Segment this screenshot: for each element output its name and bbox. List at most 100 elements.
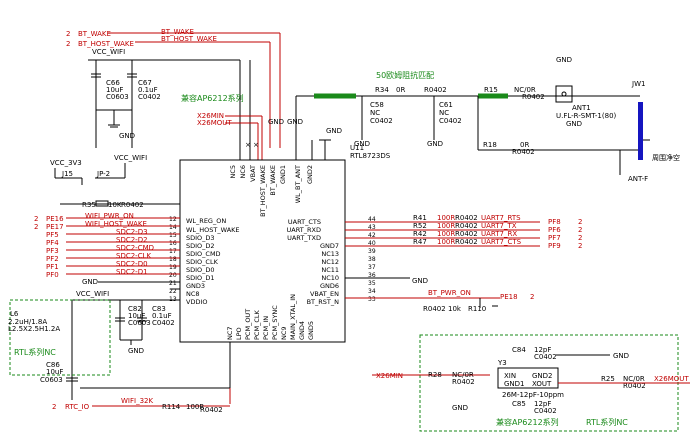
svg-text:UART7_TX: UART7_TX (481, 222, 517, 230)
uart-nets: R41 100R R0402 UART7_RTS PF8 2 R52 100R … (412, 214, 582, 285)
c67-value: 0.1uF (138, 86, 158, 94)
svg-text:16: 16 (169, 240, 177, 247)
svg-text:U.FL-R-SMT-1(80): U.FL-R-SMT-1(80) (556, 112, 617, 120)
svg-text:BT_RST_N: BT_RST_N (307, 298, 340, 306)
svg-text:XOUT: XOUT (532, 380, 552, 388)
svg-text:12: 12 (169, 216, 177, 223)
svg-text:33: 33 (368, 296, 376, 303)
svg-text:SDC2-D3: SDC2-D3 (116, 228, 148, 236)
svg-text:UART7_RTS: UART7_RTS (481, 214, 521, 222)
svg-text:PF3: PF3 (46, 247, 59, 255)
svg-text:38: 38 (368, 256, 376, 263)
svg-text:SDC2-D0: SDC2-D0 (116, 260, 148, 268)
svg-text:NC: NC (439, 109, 449, 117)
svg-text:C85: C85 (512, 400, 526, 408)
svg-text:PF2: PF2 (46, 255, 59, 263)
svg-text:R41: R41 (413, 214, 427, 222)
svg-text:2: 2 (578, 218, 582, 226)
svg-text:PF9: PF9 (548, 242, 561, 250)
r35-package: R0402 (121, 201, 144, 209)
svg-text:20: 20 (169, 272, 177, 279)
svg-text:PCM_IN: PCM_IN (262, 316, 270, 340)
svg-text:NC13: NC13 (321, 250, 339, 258)
x-mark-2: × (253, 141, 259, 149)
svg-text:C82: C82 (128, 305, 142, 313)
c66-ref: C66 (106, 79, 120, 87)
svg-text:R0402: R0402 (423, 305, 446, 313)
svg-text:UART7_CTS: UART7_CTS (481, 238, 522, 246)
svg-text:14: 14 (169, 224, 177, 231)
svg-text:C83: C83 (152, 305, 166, 313)
svg-text:GND5: GND5 (307, 321, 315, 340)
svg-text:37: 37 (368, 264, 376, 271)
svg-text:R42: R42 (413, 230, 427, 238)
svg-text:R0402: R0402 (512, 148, 535, 156)
vcc-wifi-top: VCC_WIFI C66 10uF C0603 C67 0.1uF C0402 … (88, 48, 251, 160)
svg-text:UART7_RX: UART7_RX (481, 230, 517, 238)
vddio-section: VCC_WIFI C82 10uF C0603 C83 0.1uF C0402 … (8, 290, 180, 400)
svg-text:RTC_IO: RTC_IO (65, 403, 90, 411)
u11-top-pins: NC5 NC6 VBAT BT_HOST_WAKE BT_WAKE GND1 W… (229, 95, 350, 217)
bt-wake-sheet-num: 2 (66, 30, 70, 38)
svg-text:34: 34 (368, 288, 376, 295)
r35-value: 10K (108, 201, 122, 209)
svg-text:R52: R52 (413, 222, 427, 230)
c66-value: 10uF (106, 86, 123, 94)
svg-text:PE16: PE16 (46, 215, 64, 223)
pin-nc6: NC6 (239, 165, 247, 179)
pin-sdio-d1: SDIO_D1 (186, 274, 215, 282)
pin-gnd1: GND1 (279, 165, 287, 184)
svg-text:GND7: GND7 (320, 242, 339, 250)
pin-sdio-d3: SDIO_D3 (186, 234, 215, 242)
svg-text:NC12: NC12 (321, 258, 339, 266)
svg-text:PCM_CLK: PCM_CLK (253, 310, 261, 340)
gnd-top-caps: GND (119, 132, 135, 140)
svg-text:SDC2-D1: SDC2-D1 (116, 268, 148, 276)
svg-text:PF5: PF5 (46, 231, 59, 239)
c67-package: C0402 (138, 93, 161, 101)
svg-text:2.2uH/1.8A: 2.2uH/1.8A (8, 318, 47, 326)
svg-text:36: 36 (368, 272, 376, 279)
svg-text:NC/0R: NC/0R (623, 375, 645, 383)
svg-text:GND: GND (613, 352, 629, 360)
svg-text:UART_TXD: UART_TXD (287, 234, 321, 242)
u11-bottom-pins: NC7 LPO PCM_OUT PCM_CLK PCM_IN PCM_SYNC … (80, 294, 315, 404)
svg-text:C86: C86 (46, 361, 60, 369)
svg-text:NC/0R: NC/0R (452, 371, 474, 379)
svg-text:GND: GND (412, 277, 428, 285)
svg-text:RTL系列NC: RTL系列NC (14, 347, 56, 357)
svg-text:43: 43 (368, 224, 376, 231)
svg-text:C0402: C0402 (152, 319, 175, 327)
svg-text:WIFI_32K: WIFI_32K (121, 397, 153, 405)
bt-pwr-on: BT_PWR_ON PE18 2 R0402 10k R110 (423, 289, 534, 313)
gnd-ant: GND (326, 127, 342, 135)
pin-wl-host-wake: WL_HOST_WAKE (186, 226, 240, 234)
pin-bt-host-wake: BT_HOST_WAKE (259, 165, 267, 217)
svg-text:L6: L6 (10, 310, 19, 318)
svg-text:WIFI_HOST_WAKE: WIFI_HOST_WAKE (85, 220, 147, 228)
r35-ref: R35 (82, 201, 96, 209)
gnd-top-mid2: GND (268, 118, 284, 126)
svg-text:C58: C58 (370, 101, 384, 109)
svg-text:2: 2 (578, 226, 582, 234)
rtc-io-net: 2 RTC_IO WIFI_32K R114 100R R0402 (52, 397, 230, 414)
gnd-left: GND (82, 278, 98, 286)
svg-text:兼容AP6212系列: 兼容AP6212系列 (496, 417, 559, 427)
svg-text:VCC_3V3: VCC_3V3 (50, 159, 82, 167)
svg-text:GND: GND (566, 120, 582, 128)
bt-wake-label: BT_WAKE (78, 30, 111, 38)
svg-text:R0402: R0402 (455, 214, 478, 222)
svg-text:PE17: PE17 (46, 223, 64, 231)
svg-text:R0402: R0402 (452, 378, 475, 386)
bt-wake-net: 2 BT_WAKE BT_WAKE (66, 28, 281, 148)
svg-text:GND: GND (354, 140, 370, 148)
svg-text:18: 18 (169, 256, 177, 263)
svg-text:GND: GND (452, 404, 468, 412)
svg-text:PF6: PF6 (548, 226, 561, 234)
svg-text:R28: R28 (428, 371, 442, 379)
svg-text:R47: R47 (413, 238, 427, 246)
pin-sdio-clk: SDIO_CLK (186, 258, 219, 266)
bt-wake-label-right: BT_WAKE (161, 28, 194, 36)
svg-text:2: 2 (34, 223, 38, 231)
